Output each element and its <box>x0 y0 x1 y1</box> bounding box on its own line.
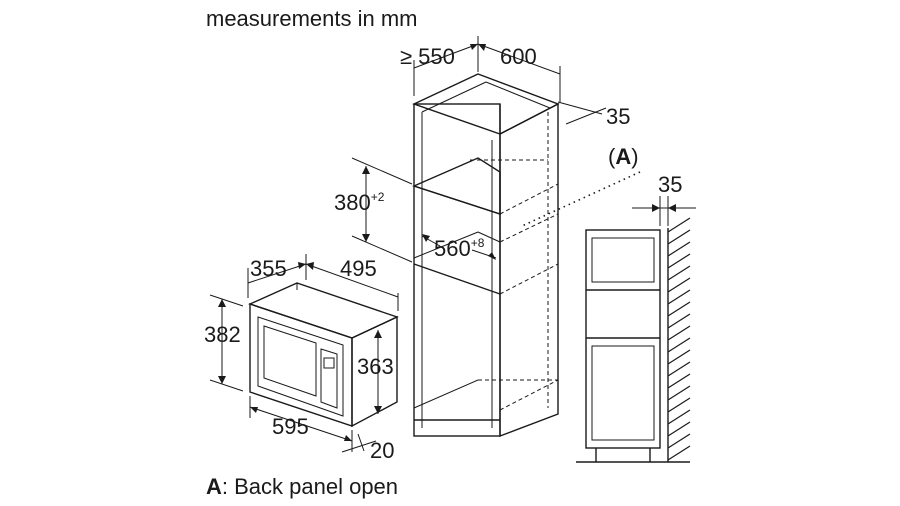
microwave-dimensions <box>209 254 399 453</box>
microwave-inner-height-label: 363 <box>357 354 394 379</box>
legend-text: : Back panel open <box>221 474 399 499</box>
niche-height-label: 380+2 <box>334 190 385 215</box>
units-label: measurements in mm <box>206 6 418 31</box>
microwave-drawing <box>248 282 399 428</box>
microwave-depth-label: 355 <box>250 256 287 281</box>
cabinet-drawing <box>412 73 560 438</box>
cabinet-depth-label: ≥ 550 <box>400 44 455 69</box>
wall-gap-label: 35 <box>658 172 683 197</box>
legend-key: A <box>206 474 222 499</box>
cabinet-back-gap-label: 35 <box>606 104 631 129</box>
marker-a-letter: A <box>615 144 632 169</box>
wall-hatching <box>667 217 691 461</box>
legend: A: Back panel open <box>206 476 398 498</box>
microwave-width-top-label: 495 <box>340 256 377 281</box>
niche-width-tolerance: +8 <box>470 236 485 250</box>
microwave-front-label: 20 <box>370 438 395 463</box>
niche-height-tolerance: +2 <box>370 190 385 204</box>
side-view-drawing <box>576 196 696 463</box>
niche-height-value: 380 <box>334 190 371 215</box>
cabinet-dimensions <box>351 36 641 263</box>
cabinet-width-label: 600 <box>500 44 537 69</box>
microwave-width-label: 595 <box>272 414 309 439</box>
niche-width-label: 560+8 <box>434 236 485 261</box>
microwave-height-label: 382 <box>204 322 241 347</box>
niche-width-value: 560 <box>434 236 471 261</box>
marker-a-label: (A) <box>608 144 639 169</box>
